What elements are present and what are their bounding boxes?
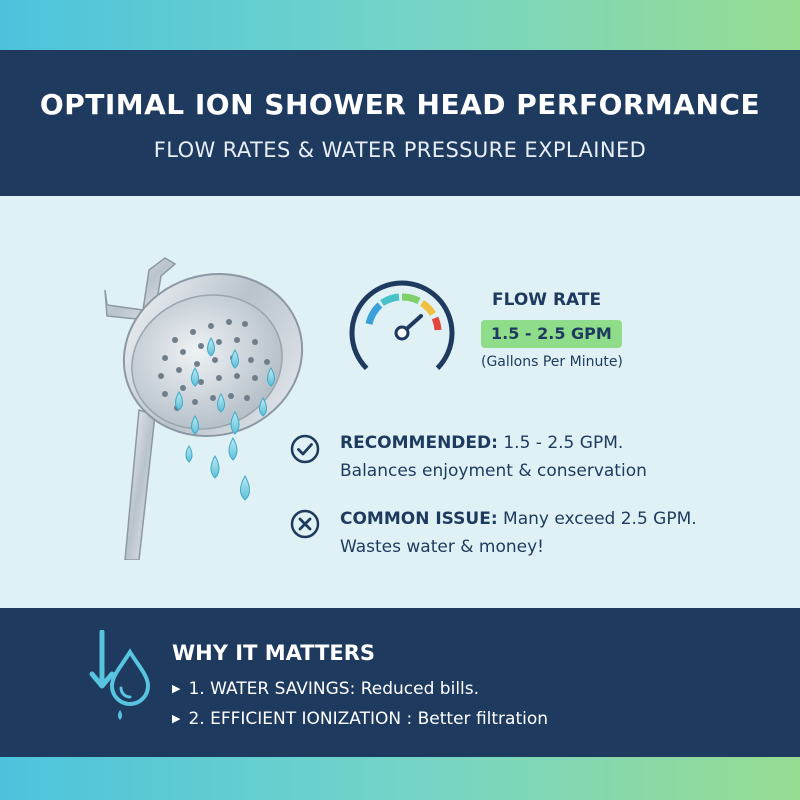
gauge-icon [349,280,455,386]
footer-banner [0,608,800,757]
recommended-line1: 1.5 - 2.5 GPM. [497,433,624,453]
footer-title: WHY IT MATTERS [172,641,375,665]
page-subtitle: FLOW RATES & WATER PRESSURE EXPLAINED [153,138,647,162]
common-issue-item: COMMON ISSUE: Many exceed 2.5 GPM. Waste… [340,505,697,561]
flow-rate-value: 1.5 - 2.5 GPM [481,320,622,348]
flow-rate-unit: (Gallons Per Minute) [481,354,623,370]
recommended-item: RECOMMENDED: 1.5 - 2.5 GPM. Balances enj… [340,429,647,485]
down-arrow-icon [89,630,115,689]
footer-point-2: ▶ 2. EFFICIENT IONIZATION : Better filtra… [172,709,548,729]
water-drop-icon [89,630,151,720]
footer-point-1: ▶ 1. WATER SAVINGS: Reduced bills. [172,679,479,699]
page-title: OPTIMAL ION SHOWER HEAD PERFORMANCE [39,88,761,121]
bullet-triangle-icon: ▶ [172,712,181,725]
bottom-gradient-band [0,757,800,800]
footer-point-1-text: 1. WATER SAVINGS: Reduced bills. [188,679,480,699]
common-issue-line2: Wastes water & money! [340,537,544,557]
common-issue-line1: Many exceed 2.5 GPM. [497,509,697,529]
common-issue-label: COMMON ISSUE: [340,509,498,529]
x-circle-icon [290,509,320,539]
recommended-label: RECOMMENDED: [340,433,498,453]
footer-point-2-text: 2. EFFICIENT IONIZATION : Better filtrat… [188,709,549,729]
top-gradient-band [0,0,800,50]
header-banner: OPTIMAL ION SHOWER HEAD PERFORMANCE FLOW… [0,50,800,196]
recommended-line2: Balances enjoyment & conservation [340,461,647,481]
flow-rate-title: FLOW RATE [492,290,602,310]
bullet-triangle-icon: ▶ [172,682,181,695]
shower-head-icon [104,257,304,560]
check-circle-icon [290,434,320,464]
